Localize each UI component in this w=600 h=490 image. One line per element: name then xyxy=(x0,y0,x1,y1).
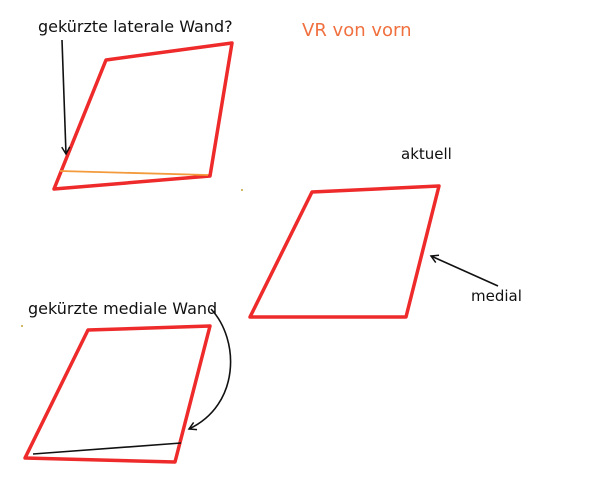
lateral-shortened-shape xyxy=(52,41,234,191)
black-cut-line xyxy=(32,442,182,455)
title: VR von vorn xyxy=(302,20,412,41)
medial-arrow xyxy=(429,254,499,287)
current-shape xyxy=(248,184,441,319)
orange-cut-line xyxy=(59,170,209,176)
lateral-arrow xyxy=(61,39,71,156)
label-medial: medial xyxy=(471,287,522,305)
label-lateral: gekürzte laterale Wand? xyxy=(38,17,233,36)
label-medial-short: gekürzte mediale Wand xyxy=(28,299,218,318)
medial-shortened-shape xyxy=(23,324,212,464)
medial-curved-arrow xyxy=(187,308,232,431)
label-current: aktuell xyxy=(401,145,452,163)
